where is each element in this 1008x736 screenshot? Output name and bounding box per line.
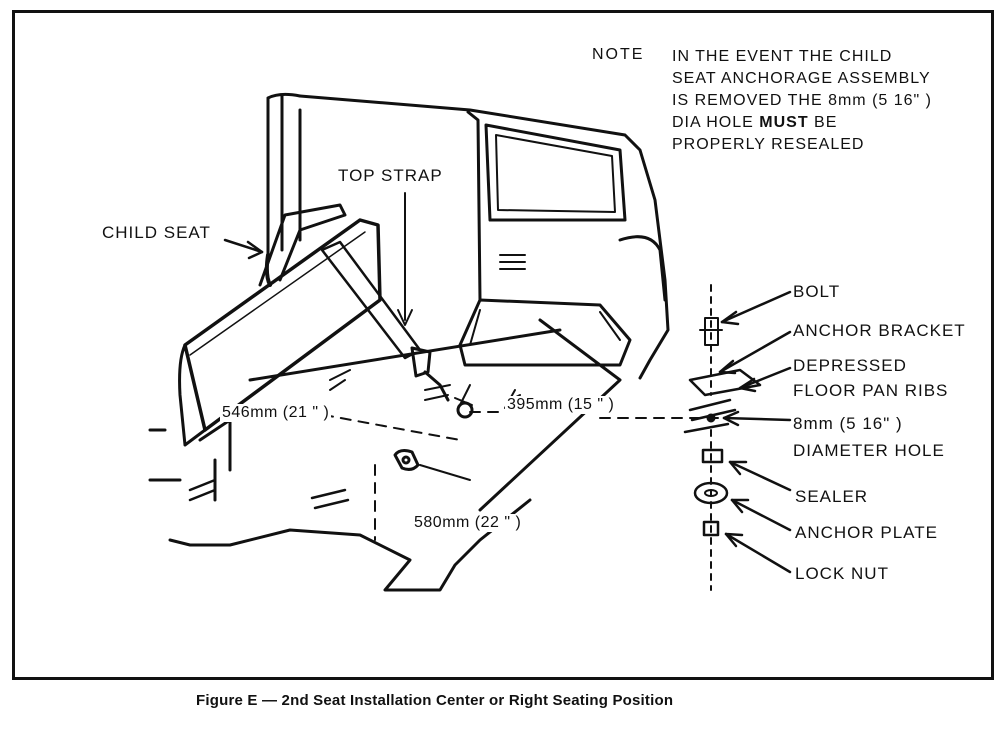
note-text: IN THE EVENT THE CHILD SEAT ANCHORAGE AS… [672, 46, 932, 156]
floor-pan-ribs-label: FLOOR PAN RIBS [793, 381, 949, 400]
lock-nut-label: LOCK NUT [795, 564, 889, 583]
sealer-label: SEALER [795, 487, 869, 506]
anchor-bracket-label: ANCHOR BRACKET [793, 321, 966, 340]
floor-pan [148, 318, 622, 592]
leader-arrows [223, 238, 792, 574]
diameter-hole-label: DIAMETER HOLE [793, 441, 945, 460]
anchor-assembly [683, 284, 762, 591]
note-line-5: PROPERLY RESEALED [672, 136, 865, 153]
note-label: NOTE [592, 46, 645, 63]
figure-caption: Figure E — 2nd Seat Installation Center … [196, 692, 674, 709]
dimension-580mm: 580mm (22 " ) [412, 514, 524, 532]
figure-frame [12, 10, 994, 680]
depressed-label: DEPRESSED [793, 356, 907, 375]
note-line-1: IN THE EVENT THE CHILD [672, 48, 893, 65]
top-strap-label: TOP STRAP [338, 166, 443, 185]
bolt-label: BOLT [793, 282, 841, 301]
top-strap [320, 192, 450, 402]
dimension-395mm: 395mm (15 " ) [505, 396, 617, 414]
note-emphasis: MUST [759, 114, 809, 131]
hole-size-label: 8mm (5 16" ) [793, 414, 903, 433]
dimension-546mm: 546mm (21 " ) [220, 404, 332, 422]
note-line-4: DIA HOLE MUST BE [672, 114, 838, 131]
note-line-3: IS REMOVED THE 8mm (5 16" ) [672, 92, 932, 109]
note-line-2: SEAT ANCHORAGE ASSEMBLY [672, 70, 931, 87]
vehicle-door [266, 92, 670, 380]
child-seat [178, 203, 382, 447]
anchor-plate-label: ANCHOR PLATE [795, 523, 938, 542]
wheel-hump [458, 298, 632, 367]
child-seat-label: CHILD SEAT [102, 223, 211, 242]
